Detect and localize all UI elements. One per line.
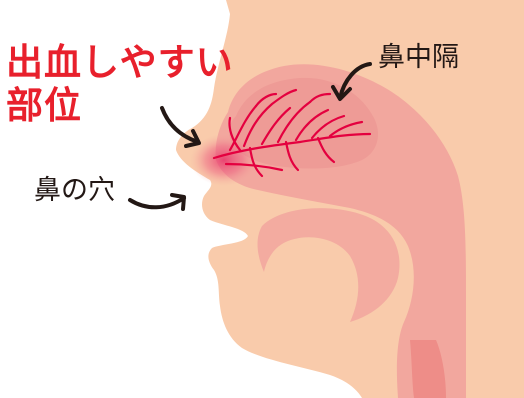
curved-arrow-icon (160, 106, 201, 148)
palate-pocket (257, 208, 400, 322)
curved-arrow-icon (331, 62, 372, 101)
curved-arrow-icon (128, 193, 186, 211)
bleed-site-label-line-2: 部位 (6, 83, 82, 127)
bleed-site-label: 出血しやすい 部位 (6, 41, 234, 127)
bleed-site-label-line-1: 出血しやすい (6, 41, 234, 84)
septum-label: 鼻中隔 (378, 42, 459, 73)
throat (410, 340, 446, 398)
blood-vessels (212, 88, 372, 178)
nostril-label: 鼻の穴 (34, 175, 115, 206)
bleed-site-glow (190, 134, 258, 186)
